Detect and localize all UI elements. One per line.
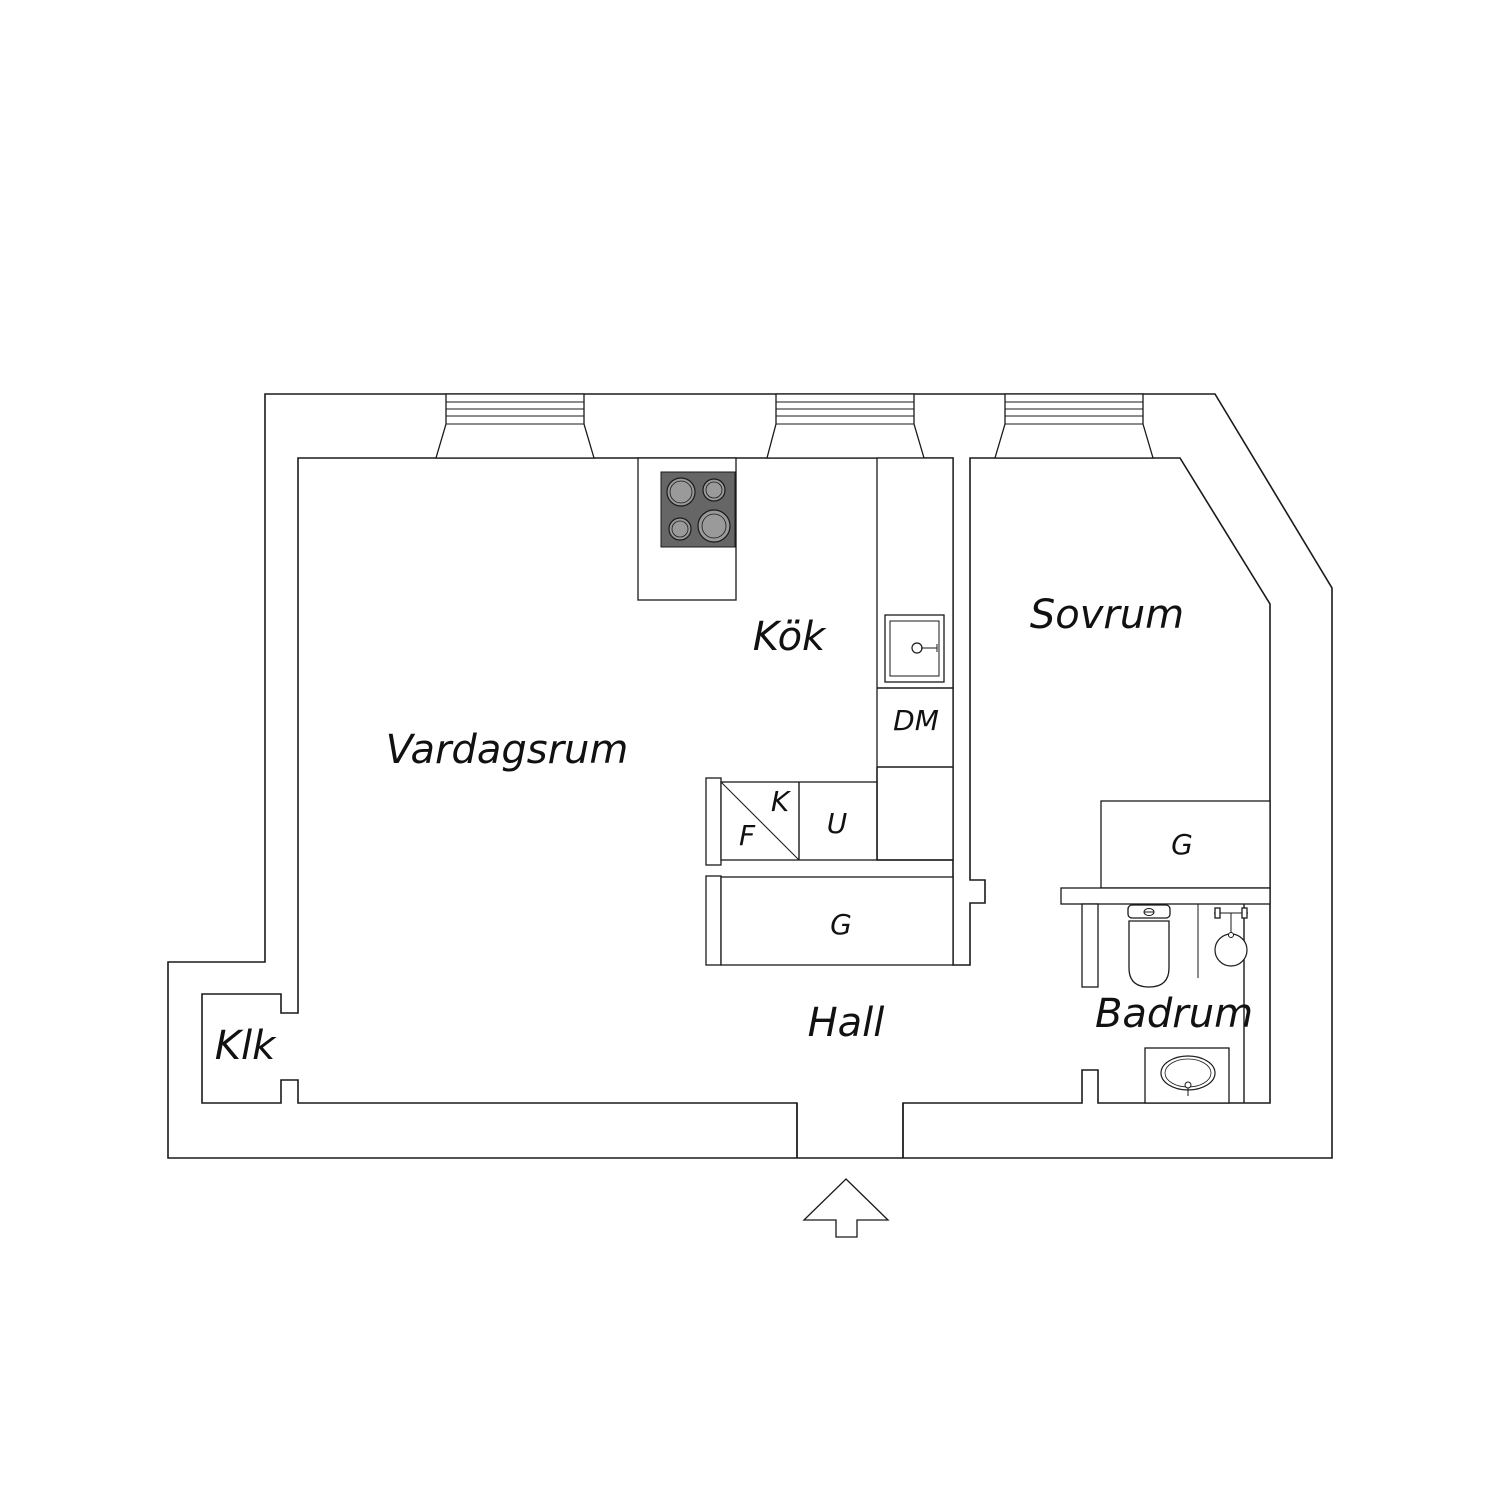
fridge-freezer-divider (720, 781, 800, 861)
label-oven: U (827, 807, 848, 840)
room-label-vardagsrum: Vardagsrum (386, 727, 629, 773)
windows (435, 393, 1154, 459)
room-label-kok: Kök (753, 614, 827, 660)
label-wardrobe-bedroom: G (1171, 828, 1193, 861)
room-label-hall: Hall (808, 1000, 885, 1046)
toilet-icon (1127, 904, 1171, 988)
shower-icon (1214, 907, 1248, 967)
washbasin-icon (1144, 1047, 1230, 1104)
label-freezer: F (739, 819, 756, 852)
hall-wardrobe (705, 875, 954, 966)
kitchen-lower-units (705, 767, 953, 866)
label-dishwasher: DM (893, 704, 939, 737)
label-fridge: K (771, 785, 792, 818)
outer-walls (167, 393, 1333, 1159)
window-right (994, 393, 1154, 459)
room-label-sovrum: Sovrum (1030, 592, 1184, 638)
hob-icon (660, 471, 736, 548)
entrance-arrow-icon (802, 1178, 890, 1238)
bedroom-wardrobe (1100, 800, 1271, 889)
room-label-klk: Klk (215, 1023, 277, 1069)
kitchen-sink-icon (884, 614, 945, 683)
window-middle (766, 393, 925, 459)
room-label-badrum: Badrum (1095, 991, 1253, 1037)
kitchen-hob-unit (637, 457, 737, 601)
bathroom-walls (1060, 887, 1271, 1103)
window-left (435, 393, 595, 459)
label-wardrobe-hall: G (830, 908, 852, 941)
kitchen-counter (876, 457, 954, 861)
